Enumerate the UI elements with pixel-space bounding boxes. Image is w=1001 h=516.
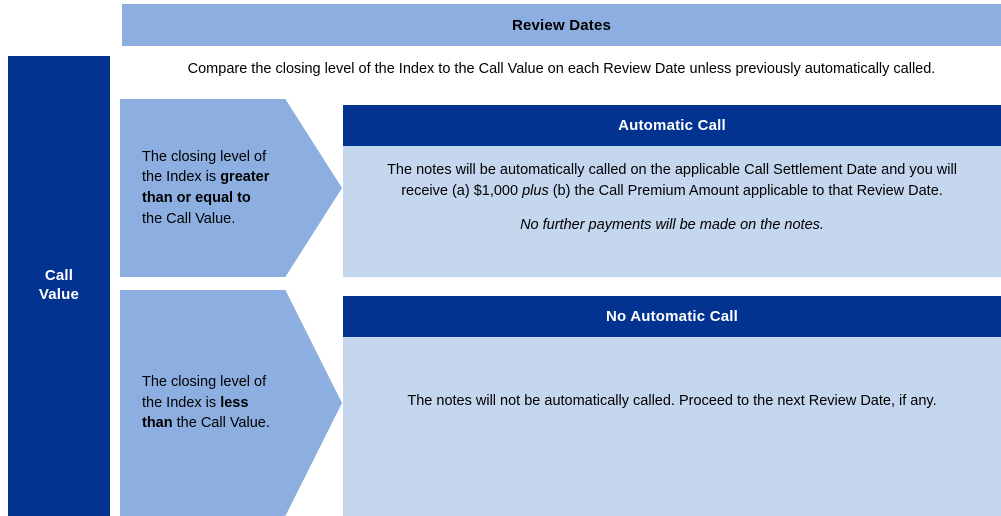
automatic-call-body-text: The notes will be automatically called o… — [369, 160, 975, 201]
review-dates-header-label: Review Dates — [511, 16, 612, 34]
condition-2-emphasis: less than — [142, 394, 249, 432]
condition-arrow-greater-than-or-equal: The closing level of the Index is greate… — [120, 99, 342, 277]
call-value-side-bar: Call Value — [8, 56, 110, 516]
intro-instruction-text: Compare the closing level of the Index t… — [187, 61, 936, 77]
automatic-call-header: Automatic Call — [343, 105, 1001, 146]
no-automatic-call-body: The notes will not be automatically call… — [343, 337, 1001, 424]
condition-1-suffix: the Call Value. — [142, 210, 236, 227]
automatic-call-note-italic: No further payments will be made on the … — [520, 217, 824, 234]
no-automatic-call-header: No Automatic Call — [343, 296, 1001, 337]
condition-arrow-greater-than-or-equal-text: The closing level of the Index is greate… — [120, 147, 342, 229]
automatic-call-body-spacer — [369, 201, 975, 215]
outcome-panel-no-automatic-call: No Automatic Call The notes will not be … — [343, 296, 1001, 516]
condition-arrow-less-than: The closing level of the Index is less t… — [120, 290, 342, 516]
no-automatic-call-header-label: No Automatic Call — [605, 308, 739, 325]
no-automatic-call-body-text: The notes will not be automatically call… — [407, 393, 937, 409]
automatic-call-note: No further payments will be made on the … — [369, 215, 975, 236]
call-value-side-bar-label: Call Value — [39, 267, 79, 305]
condition-2-suffix: the Call Value. — [172, 415, 270, 432]
call-value-line-2: Value — [38, 286, 80, 303]
condition-arrow-less-than-text: The closing level of the Index is less t… — [120, 372, 342, 434]
condition-1-prefix: The closing level of the Index is — [142, 148, 267, 186]
automatic-call-header-label: Automatic Call — [618, 117, 726, 134]
condition-1-emphasis: greater than or equal to — [142, 169, 270, 206]
automatic-call-body-italic: plus — [522, 182, 549, 199]
automatic-call-body-prefix: The notes will be automatically called o… — [387, 162, 957, 199]
automatic-call-body: The notes will be automatically called o… — [343, 146, 1001, 248]
condition-2-prefix: The closing level of the Index is — [142, 374, 267, 411]
outcome-panel-automatic-call: Automatic Call The notes will be automat… — [343, 105, 1001, 277]
review-dates-header: Review Dates — [122, 4, 1001, 46]
automatic-call-body-suffix: (b) the Call Premium Amount applicable t… — [548, 182, 943, 199]
call-value-line-1: Call — [44, 267, 74, 285]
